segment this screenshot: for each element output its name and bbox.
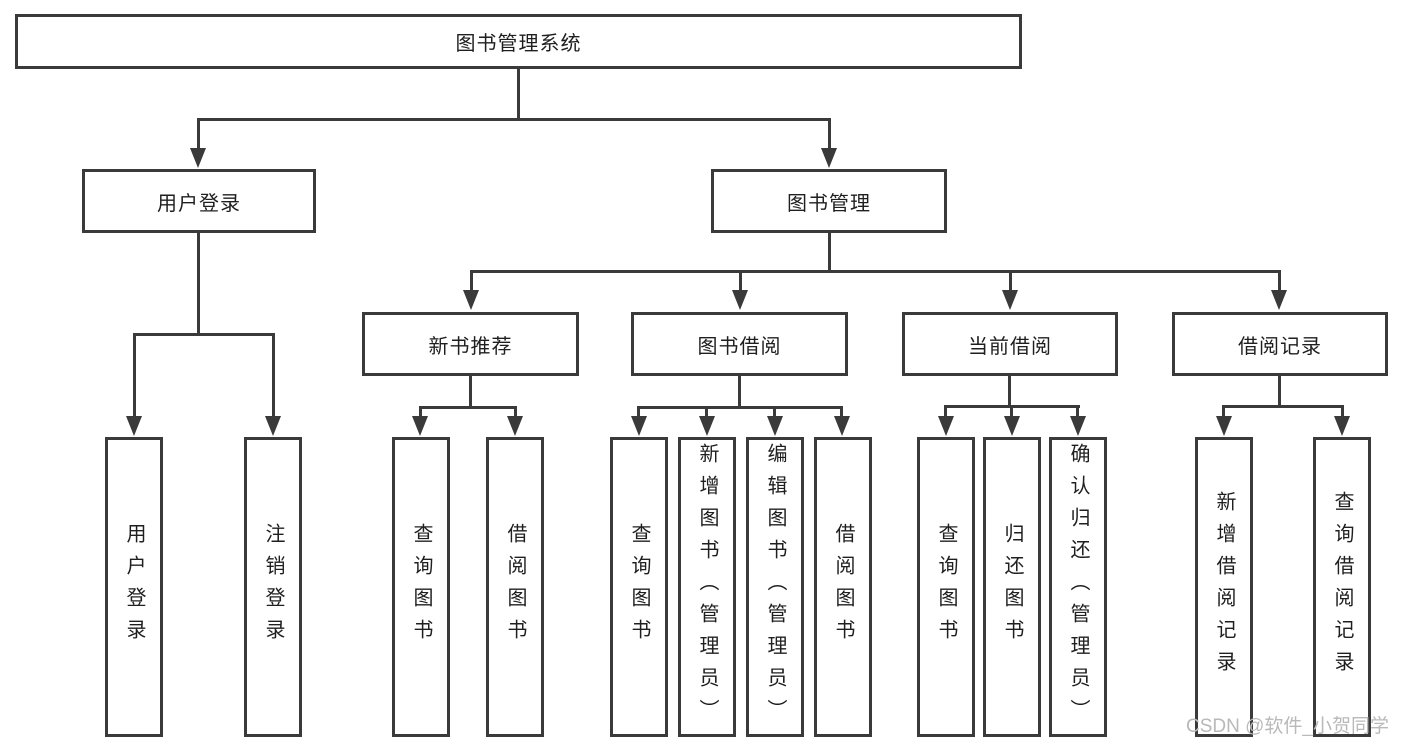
leaf-confirm-return-admin: 确认归还（管理员）	[1049, 437, 1107, 737]
leaf-label: 查询图书	[628, 523, 650, 651]
connector-line	[419, 406, 517, 409]
node-label: 新书推荐	[428, 335, 513, 358]
connector-line	[1010, 405, 1013, 420]
arrow-down-icon	[126, 416, 142, 436]
connector-line	[197, 118, 831, 121]
arrow-down-icon	[834, 416, 850, 436]
connector-line	[133, 333, 136, 419]
arrow-down-icon	[190, 148, 206, 168]
leaf-label: 新增借阅记录	[1213, 491, 1235, 683]
connector-line	[1222, 405, 1344, 408]
connector-line	[828, 118, 831, 152]
node-user-login: 用户登录	[82, 169, 316, 233]
leaf-return-books: 归还图书	[983, 437, 1041, 737]
connector-line	[1008, 376, 1011, 408]
arrow-down-icon	[1216, 416, 1232, 436]
node-current-borrowing: 当前借阅	[902, 312, 1118, 376]
connector-line	[1076, 405, 1079, 420]
leaf-label: 查询图书	[410, 523, 432, 651]
leaf-query-borrow-record: 查询借阅记录	[1313, 437, 1371, 737]
node-library-management-system: 图书管理系统	[15, 14, 1022, 69]
leaf-edit-books-admin: 编辑图书（管理员）	[746, 437, 804, 737]
connector-line	[469, 376, 472, 409]
connector-line	[739, 270, 742, 294]
connector-line	[470, 270, 473, 294]
leaf-label: 用户登录	[123, 523, 145, 651]
arrow-down-icon	[1002, 290, 1018, 310]
node-label: 图书管理系统	[455, 33, 582, 55]
leaf-label: 归还图书	[1001, 523, 1023, 651]
connector-line	[637, 406, 640, 420]
leaf-query-books: 查询图书	[610, 437, 668, 737]
connector-line	[840, 406, 843, 420]
connector-line	[738, 376, 741, 409]
leaf-label: 确认归还（管理员）	[1067, 443, 1089, 731]
connector-line	[944, 405, 947, 420]
arrow-down-icon	[412, 416, 428, 436]
connector-line	[133, 333, 275, 336]
arrow-down-icon	[463, 290, 479, 310]
leaf-label: 查询图书	[935, 523, 957, 651]
leaf-label: 借阅图书	[832, 523, 854, 651]
leaf-borrow-books: 借阅图书	[814, 437, 872, 737]
leaf-label: 注销登录	[262, 523, 284, 651]
leaf-query-books: 查询图书	[917, 437, 975, 737]
leaf-add-borrow-record: 新增借阅记录	[1195, 437, 1253, 737]
node-label: 图书管理	[787, 192, 871, 215]
leaf-label: 查询借阅记录	[1331, 491, 1353, 683]
connector-line	[705, 406, 708, 420]
node-borrowing-records: 借阅记录	[1172, 312, 1388, 376]
connector-line	[1278, 376, 1281, 408]
leaf-add-books-admin: 新增图书（管理员）	[678, 437, 736, 737]
connector-line	[1341, 405, 1344, 420]
arrow-down-icon	[767, 416, 783, 436]
node-label: 当前借阅	[968, 335, 1052, 358]
connector-line	[1009, 270, 1012, 294]
leaf-borrow-books: 借阅图书	[486, 437, 544, 737]
arrow-down-icon	[699, 416, 715, 436]
connector-line	[197, 118, 200, 152]
arrow-down-icon	[938, 416, 954, 436]
arrow-down-icon	[631, 416, 647, 436]
arrow-down-icon	[1070, 416, 1086, 436]
connector-line	[419, 406, 422, 420]
watermark: CSDN @软件_小贺同学	[1186, 716, 1389, 737]
leaf-logout: 注销登录	[244, 437, 302, 737]
arrow-down-icon	[507, 416, 523, 436]
connector-line	[637, 406, 843, 409]
leaf-user-login: 用户登录	[105, 437, 163, 737]
connector-line	[828, 233, 831, 273]
connector-line	[1278, 270, 1281, 294]
node-new-book-recommendation: 新书推荐	[362, 312, 579, 376]
connector-line	[517, 69, 520, 120]
arrow-down-icon	[265, 416, 281, 436]
connector-line	[1222, 405, 1225, 420]
arrow-down-icon	[1271, 290, 1287, 310]
arrow-down-icon	[821, 148, 837, 168]
leaf-query-books: 查询图书	[392, 437, 450, 737]
node-book-management: 图书管理	[711, 169, 947, 233]
leaf-label: 借阅图书	[504, 523, 526, 651]
node-label: 用户登录	[157, 192, 241, 215]
arrow-down-icon	[1334, 416, 1350, 436]
connector-line	[272, 333, 275, 419]
node-label: 图书借阅	[697, 335, 782, 358]
connector-line	[773, 406, 776, 420]
node-label: 借阅记录	[1238, 335, 1322, 358]
node-book-borrowing: 图书借阅	[631, 312, 848, 376]
arrow-down-icon	[732, 290, 748, 310]
leaf-label: 新增图书（管理员）	[696, 443, 718, 731]
arrow-down-icon	[1004, 416, 1020, 436]
connector-line	[514, 406, 517, 420]
connector-line	[470, 270, 1281, 273]
connector-line	[197, 233, 200, 335]
leaf-label: 编辑图书（管理员）	[764, 443, 786, 731]
